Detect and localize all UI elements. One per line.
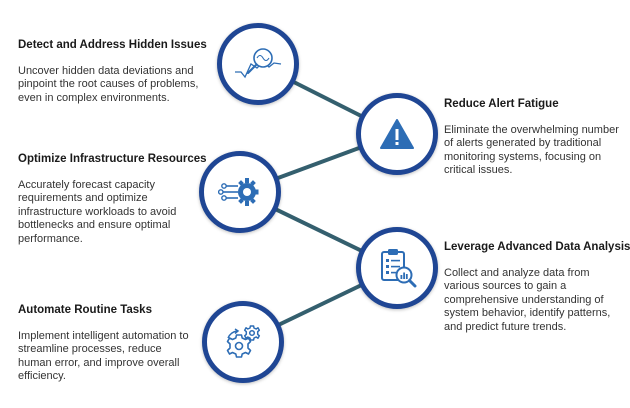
clipboard-analysis-icon <box>381 249 417 288</box>
circle-reduce-alerts <box>356 93 438 175</box>
item-title: Reduce Alert Fatigue <box>444 98 559 110</box>
circuit-gear-icon <box>218 178 259 206</box>
item-automate-tasks: Automate Routine Tasks Implement intelli… <box>18 303 198 384</box>
item-description: Accurately forecast capacity requirement… <box>18 179 177 245</box>
magnifier-trend-icon <box>235 48 282 79</box>
circle-optimize-resources <box>199 151 281 233</box>
item-reduce-alerts: Reduce Alert Fatigue Eliminate the overw… <box>444 97 626 178</box>
item-title: Leverage Advanced Data Analysis <box>444 241 630 253</box>
item-detect-issues: Detect and Address Hidden Issues Uncover… <box>18 38 218 105</box>
item-data-analysis: Leverage Advanced Data Analysis Collect … <box>444 240 630 334</box>
item-description: Implement intelligent automation to stre… <box>18 330 189 383</box>
warning-triangle-icon <box>380 119 414 149</box>
item-optimize-resources: Optimize Infrastructure Resources Accura… <box>18 152 207 246</box>
circle-detect-issues <box>217 23 299 105</box>
automation-gear-icon <box>226 325 261 358</box>
item-title: Optimize Infrastructure Resources <box>18 153 207 165</box>
item-description: Uncover hidden data deviations and pinpo… <box>18 65 199 104</box>
circle-automate-tasks <box>202 301 284 383</box>
item-description: Eliminate the overwhelming number of ale… <box>444 124 619 177</box>
circle-data-analysis <box>356 227 438 309</box>
item-title: Automate Routine Tasks <box>18 304 152 316</box>
item-description: Collect and analyze data from various so… <box>444 267 611 333</box>
item-title: Detect and Address Hidden Issues <box>18 39 207 51</box>
